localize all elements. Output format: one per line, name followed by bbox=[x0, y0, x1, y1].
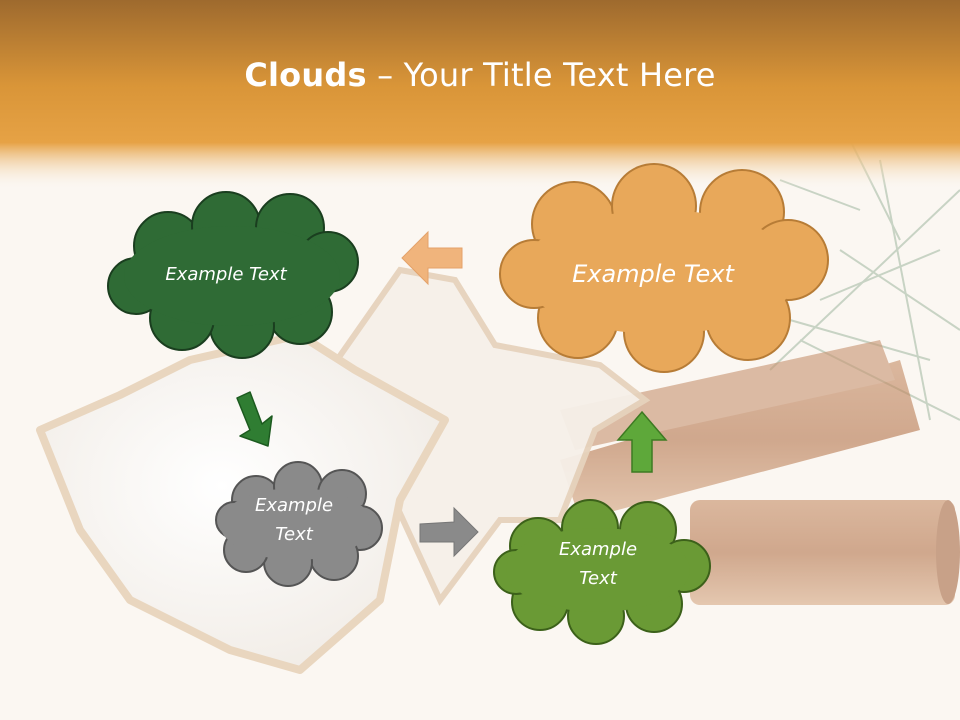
slide-title: Clouds – Your Title Text Here bbox=[0, 55, 960, 95]
cloud-gray-text-line2: Text bbox=[275, 524, 313, 545]
cloud-dark-green-shape bbox=[107, 191, 359, 359]
cloud-green-label: Example Text bbox=[510, 532, 686, 596]
cloud-gray-label: Example Text bbox=[222, 488, 366, 552]
cloud-gray-shape bbox=[215, 461, 383, 587]
title-rest: Your Title Text Here bbox=[403, 56, 716, 94]
cloud-gray-text-line1: Example bbox=[254, 495, 334, 516]
cloud-orange-label: Example Text bbox=[540, 252, 766, 296]
cloud-orange-shape bbox=[499, 163, 829, 373]
arrow-right-icon bbox=[419, 506, 479, 558]
arrow-up-icon bbox=[616, 410, 668, 473]
cloud-dark-green-text: Example Text bbox=[165, 263, 287, 285]
cloud-green-text-line2: Text bbox=[579, 568, 617, 589]
title-separator: – bbox=[366, 56, 404, 94]
arrow-down-icon bbox=[236, 391, 273, 447]
cloud-dark-green-label: Example Text bbox=[140, 252, 312, 296]
cloud-green-shape bbox=[493, 499, 711, 645]
arrow-left-icon bbox=[401, 230, 463, 286]
cloud-orange-text: Example Text bbox=[572, 260, 734, 288]
cloud-green-text-line1: Example bbox=[558, 539, 638, 560]
title-bold-word: Clouds bbox=[244, 56, 367, 94]
